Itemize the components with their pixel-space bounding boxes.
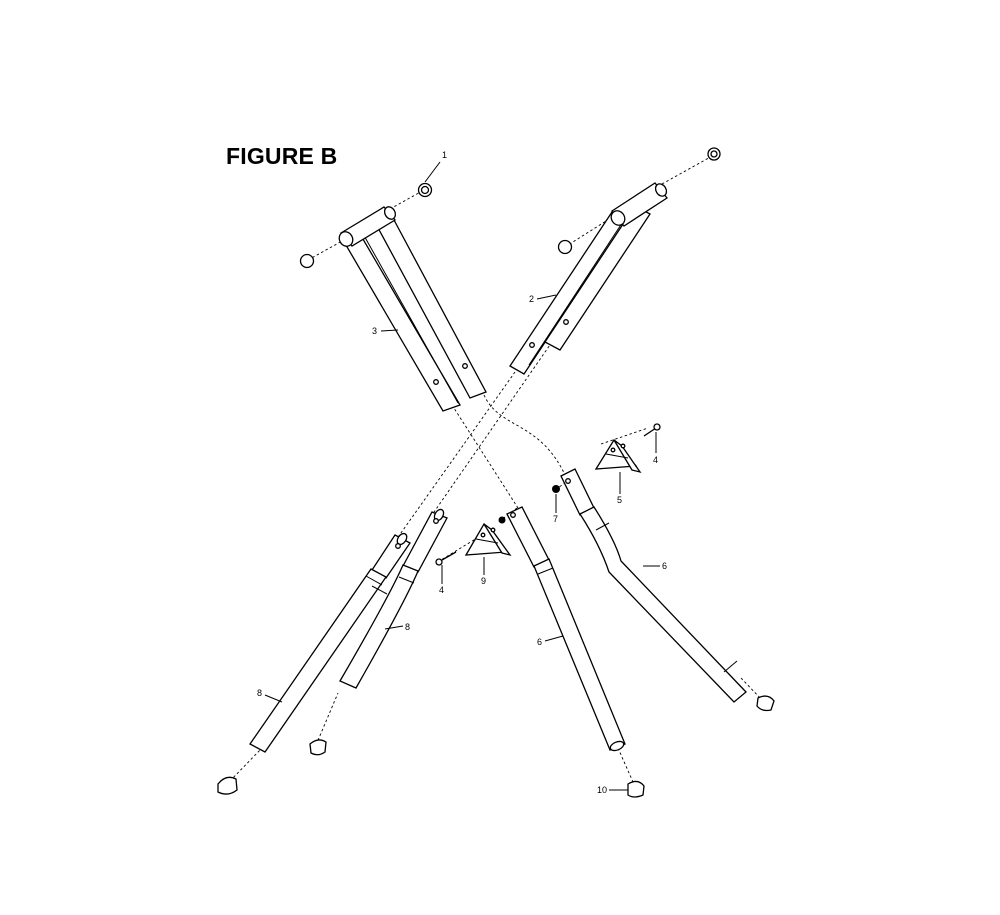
callout-1: 1 — [442, 150, 447, 160]
callout-leaders — [264, 161, 660, 791]
part-6-lower-center-leg — [506, 506, 626, 752]
callout-8-outer: 8 — [257, 688, 262, 698]
part-5-bracket-right — [594, 438, 642, 474]
part-4-bolt-right — [643, 423, 661, 437]
callout-5: 5 — [617, 495, 622, 505]
part-7-nut — [498, 485, 560, 524]
callout-6-right: 6 — [662, 561, 667, 571]
part-8-lower-left-leg-inner — [339, 508, 448, 689]
callout-6-center: 6 — [537, 637, 542, 647]
callout-labels: 1 2 3 4 5 7 4 9 6 6 8 8 10 — [257, 150, 667, 795]
part-1-end-caps — [299, 147, 721, 269]
callout-4-center: 4 — [439, 585, 444, 595]
callout-2: 2 — [529, 294, 534, 304]
figure-title: FIGURE B — [226, 143, 338, 169]
part-8-lower-left-leg-outer — [249, 532, 411, 753]
callout-4-right: 4 — [653, 455, 658, 465]
callout-3: 3 — [372, 326, 377, 336]
callout-10: 10 — [597, 785, 607, 795]
callout-9: 9 — [481, 576, 486, 586]
part-4-bolt-center — [435, 551, 457, 566]
part-10-foot-caps — [217, 695, 775, 798]
callout-7: 7 — [553, 514, 558, 524]
part-9-bracket-center — [464, 522, 512, 557]
part-2-upper-right-leg — [509, 182, 668, 375]
callout-8-inner: 8 — [405, 622, 410, 632]
part-3-upper-left-leg — [338, 206, 487, 412]
assembly-guide-lines — [229, 154, 763, 783]
part-6-lower-right-leg-outer — [560, 468, 747, 703]
